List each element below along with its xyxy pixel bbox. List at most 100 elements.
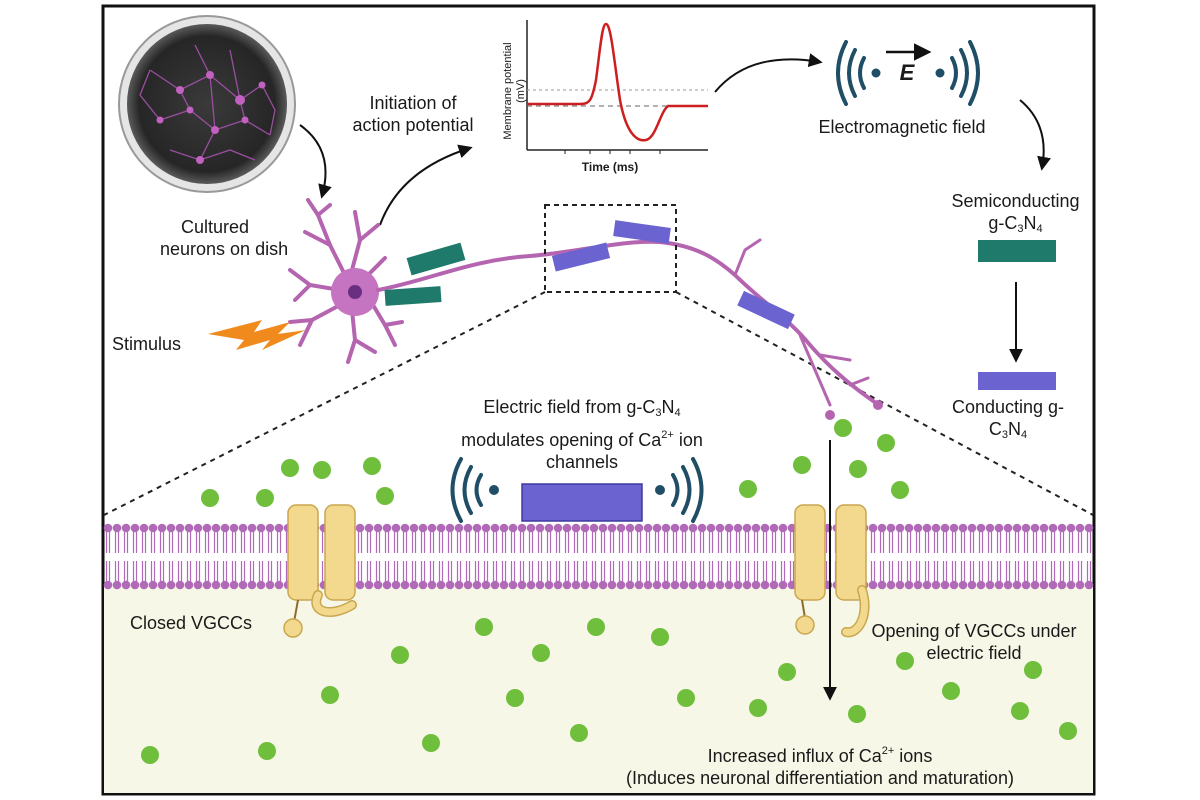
influx-line2: (Induces neuronal differentiation and ma… <box>626 768 1014 788</box>
lipid-head <box>481 523 491 533</box>
semiconducting-legend-bar <box>978 240 1056 262</box>
lipid-head <box>211 580 221 590</box>
initiation-line1: Initiation of <box>369 93 457 113</box>
calcium-ion <box>651 628 669 646</box>
lipid-head <box>535 523 545 533</box>
zoom-line-right <box>675 291 1094 516</box>
lipid-head <box>427 580 437 590</box>
lipid-head <box>535 580 545 590</box>
semiconducting-label: Semiconducting g-C3N4 <box>928 190 1103 240</box>
em-wave-right-icon <box>950 40 980 106</box>
lipid-head <box>706 580 716 590</box>
lipid-head <box>355 523 365 533</box>
graph-to-field-arrow <box>714 53 823 93</box>
lipid-head <box>517 523 527 533</box>
semiconducting-line2: g-C3N4 <box>988 213 1043 235</box>
lipid-head <box>886 523 896 533</box>
lipid-head <box>139 523 149 533</box>
calcium-ion <box>793 456 811 474</box>
lipid-head <box>922 580 932 590</box>
lipid-head <box>364 580 374 590</box>
lipid-head <box>256 523 266 533</box>
calcium-ion <box>896 652 914 670</box>
lipid-head <box>571 580 581 590</box>
lipid-head <box>373 580 383 590</box>
lipid-head <box>1075 580 1085 590</box>
lipid-head <box>787 580 797 590</box>
field-caption-line2: modulates opening of Ca2+ ion <box>461 429 703 450</box>
neuron-to-graph-arrow <box>379 144 473 226</box>
lipid-head <box>1048 580 1058 590</box>
lipid-head <box>886 580 896 590</box>
lipid-head <box>193 523 203 533</box>
lipid-head <box>247 580 257 590</box>
lipid-head <box>139 580 149 590</box>
lipid-head <box>544 523 554 533</box>
lipid-head <box>103 523 113 533</box>
influx-line1: Increased influx of Ca2+ ions <box>707 745 933 766</box>
lipid-head <box>994 580 1004 590</box>
lipid-head <box>121 580 131 590</box>
lipid-head <box>688 523 698 533</box>
lipid-head <box>895 523 905 533</box>
lipid-head <box>184 580 194 590</box>
lipid-head <box>472 580 482 590</box>
stimulus-label: Stimulus <box>112 334 182 354</box>
lipid-head <box>706 523 716 533</box>
lipid-head <box>175 580 185 590</box>
lipid-head <box>607 523 617 533</box>
lipid-head <box>616 523 626 533</box>
calcium-ion <box>1059 722 1077 740</box>
lipid-head <box>130 523 140 533</box>
lipid-head <box>913 523 923 533</box>
lipid-head <box>742 580 752 590</box>
lipid-head <box>409 523 419 533</box>
lipid-head <box>895 580 905 590</box>
initiation-line2: action potential <box>352 115 474 135</box>
lipid-head <box>868 580 878 590</box>
lipid-head <box>760 580 770 590</box>
lipid-head <box>157 580 167 590</box>
lipid-head <box>616 580 626 590</box>
lipid-head <box>877 580 887 590</box>
lipid-head <box>166 523 176 533</box>
lipid-head <box>400 580 410 590</box>
calcium-ion <box>749 699 767 717</box>
lipid-head <box>571 523 581 533</box>
calcium-ion <box>677 689 695 707</box>
lipid-head <box>490 580 500 590</box>
lipid-head <box>760 523 770 533</box>
lipid-head <box>1012 580 1022 590</box>
calcium-ion <box>739 480 757 498</box>
stimulus-bolt-icon <box>208 320 306 350</box>
lipid-head <box>733 580 743 590</box>
conducting-sheet-3 <box>737 290 795 330</box>
lipid-head <box>652 523 662 533</box>
conducting-line2: C3N4 <box>988 419 1028 441</box>
lipid-head <box>625 580 635 590</box>
conducting-sheet-1 <box>551 242 611 272</box>
calcium-ion <box>570 724 588 742</box>
field-caption: Electric field from g-C3N4 modulates ope… <box>442 396 722 473</box>
lipid-head <box>589 580 599 590</box>
open-vgcc-line2: electric field <box>926 643 1022 663</box>
lipid-head <box>580 523 590 533</box>
lipid-head <box>508 580 518 590</box>
zoom-box <box>544 204 677 293</box>
lipid-head <box>751 523 761 533</box>
lipid-head <box>634 580 644 590</box>
lipid-head <box>922 523 932 533</box>
lipid-head <box>643 580 653 590</box>
lipid-head <box>373 523 383 533</box>
calcium-ion <box>256 489 274 507</box>
lipid-head <box>1057 523 1067 533</box>
lipid-head <box>967 523 977 533</box>
calcium-ion <box>849 460 867 478</box>
lipid-head <box>220 523 230 533</box>
lipid-head <box>769 580 779 590</box>
lipid-head <box>1048 523 1058 533</box>
lipid-head <box>238 523 248 533</box>
lipid-head <box>733 523 743 533</box>
lipid-head <box>148 523 158 533</box>
lipid-head <box>229 580 239 590</box>
